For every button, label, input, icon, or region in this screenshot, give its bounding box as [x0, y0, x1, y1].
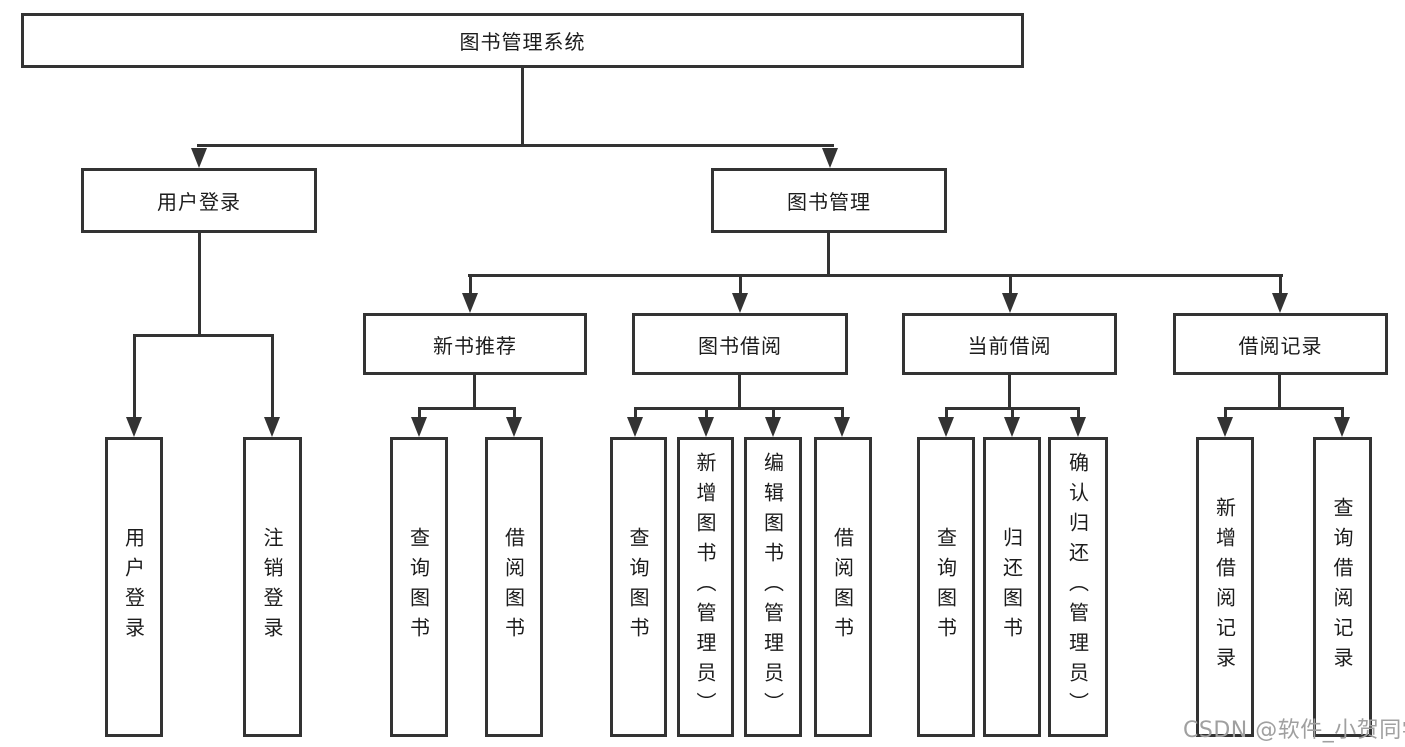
arrowhead-icon — [462, 293, 478, 313]
node-new-book-recommend-label: 新书推荐 — [433, 333, 517, 358]
leaf-borrow-books: 借阅图书 — [814, 437, 872, 737]
connector-line — [198, 231, 201, 336]
leaf-add-borrow-record-label: 新增借阅记录 — [1212, 497, 1237, 677]
arrowhead-icon — [627, 417, 643, 437]
connector-line — [1011, 407, 1014, 419]
connector-line — [739, 274, 742, 295]
arrowhead-icon — [1070, 417, 1086, 437]
leaf-return-book: 归还图书 — [983, 437, 1041, 737]
arrowhead-icon — [1217, 417, 1233, 437]
arrowhead-icon — [264, 417, 280, 437]
node-book-management-label: 图书管理 — [787, 190, 871, 214]
arrowhead-icon — [732, 293, 748, 313]
leaf-query-borrow-record: 查询借阅记录 — [1313, 437, 1372, 737]
node-user-login-label: 用户登录 — [157, 190, 241, 214]
arrowhead-icon — [1272, 293, 1288, 313]
leaf-query-books-recommend-label: 查询图书 — [406, 527, 431, 647]
leaf-query-books-borrow: 查询图书 — [610, 437, 667, 737]
arrowhead-icon — [834, 417, 850, 437]
root-node: 图书管理系统 — [21, 13, 1024, 68]
leaf-borrow-books-recommend-label: 借阅图书 — [501, 527, 526, 647]
connector-line — [418, 407, 515, 410]
connector-line — [705, 407, 708, 419]
leaf-query-borrow-record-label: 查询借阅记录 — [1330, 497, 1354, 677]
arrowhead-icon — [1004, 417, 1020, 437]
connector-line — [133, 334, 274, 337]
connector-line — [469, 274, 472, 295]
connector-line — [945, 407, 948, 419]
connector-line — [827, 231, 830, 276]
leaf-query-books-current: 查询图书 — [917, 437, 975, 737]
connector-line — [513, 407, 516, 419]
arrowhead-icon — [411, 417, 427, 437]
leaf-logout: 注销登录 — [243, 437, 302, 737]
connector-line — [1077, 407, 1080, 419]
leaf-borrow-books-recommend: 借阅图书 — [485, 437, 543, 737]
connector-line — [841, 407, 844, 419]
leaf-query-books-borrow-label: 查询图书 — [626, 527, 650, 647]
arrowhead-icon — [126, 417, 142, 437]
connector-line — [1009, 274, 1012, 295]
node-borrow-records: 借阅记录 — [1173, 313, 1388, 375]
leaf-confirm-return-admin: 确认归还（管理员） — [1048, 437, 1108, 737]
node-book-borrow: 图书借阅 — [632, 313, 848, 375]
node-user-login: 用户登录 — [81, 168, 317, 233]
connector-line — [738, 373, 741, 409]
root-node-label: 图书管理系统 — [459, 30, 586, 54]
connector-line — [468, 274, 1283, 277]
leaf-edit-book-admin: 编辑图书（管理员） — [744, 437, 802, 737]
leaf-return-book-label: 归还图书 — [999, 527, 1024, 647]
connector-line — [1278, 373, 1281, 409]
leaf-add-borrow-record: 新增借阅记录 — [1196, 437, 1254, 737]
arrowhead-icon — [1334, 417, 1350, 437]
arrowhead-icon — [191, 148, 207, 168]
connector-line — [634, 407, 843, 410]
arrowhead-icon — [938, 417, 954, 437]
connector-line — [634, 407, 637, 419]
node-new-book-recommend: 新书推荐 — [363, 313, 587, 375]
arrowhead-icon — [506, 417, 522, 437]
arrowhead-icon — [822, 148, 838, 168]
leaf-borrow-books-label: 借阅图书 — [830, 527, 855, 647]
leaf-user-login: 用户登录 — [105, 437, 163, 737]
connector-line — [418, 407, 421, 419]
connector-line — [271, 334, 274, 420]
connector-line — [473, 373, 476, 409]
leaf-edit-book-admin-label: 编辑图书（管理员） — [760, 452, 785, 722]
connector-line — [1224, 407, 1227, 419]
leaf-logout-label: 注销登录 — [260, 527, 284, 647]
connector-line — [197, 144, 834, 147]
connector-line — [521, 66, 524, 146]
leaf-user-login-label: 用户登录 — [121, 527, 146, 647]
leaf-query-books-current-label: 查询图书 — [933, 527, 958, 647]
leaf-add-book-admin-label: 新增图书（管理员） — [693, 452, 717, 722]
arrowhead-icon — [698, 417, 714, 437]
arrowhead-icon — [765, 417, 781, 437]
connector-line — [1008, 373, 1011, 409]
leaf-confirm-return-admin-label: 确认归还（管理员） — [1065, 452, 1090, 722]
node-current-borrow-label: 当前借阅 — [967, 333, 1052, 358]
node-borrow-records-label: 借阅记录 — [1238, 333, 1323, 358]
connector-line — [1341, 407, 1344, 419]
connector-line — [1279, 274, 1282, 295]
node-current-borrow: 当前借阅 — [902, 313, 1117, 375]
leaf-add-book-admin: 新增图书（管理员） — [677, 437, 734, 737]
connector-line — [133, 334, 136, 420]
connector-line — [772, 407, 775, 419]
leaf-query-books-recommend: 查询图书 — [390, 437, 448, 737]
csdn-watermark: CSDN @软件_小贺同学 — [1183, 718, 1405, 743]
arrowhead-icon — [1002, 293, 1018, 313]
node-book-management: 图书管理 — [711, 168, 947, 233]
node-book-borrow-label: 图书借阅 — [698, 333, 782, 358]
connector-line — [1224, 407, 1343, 410]
